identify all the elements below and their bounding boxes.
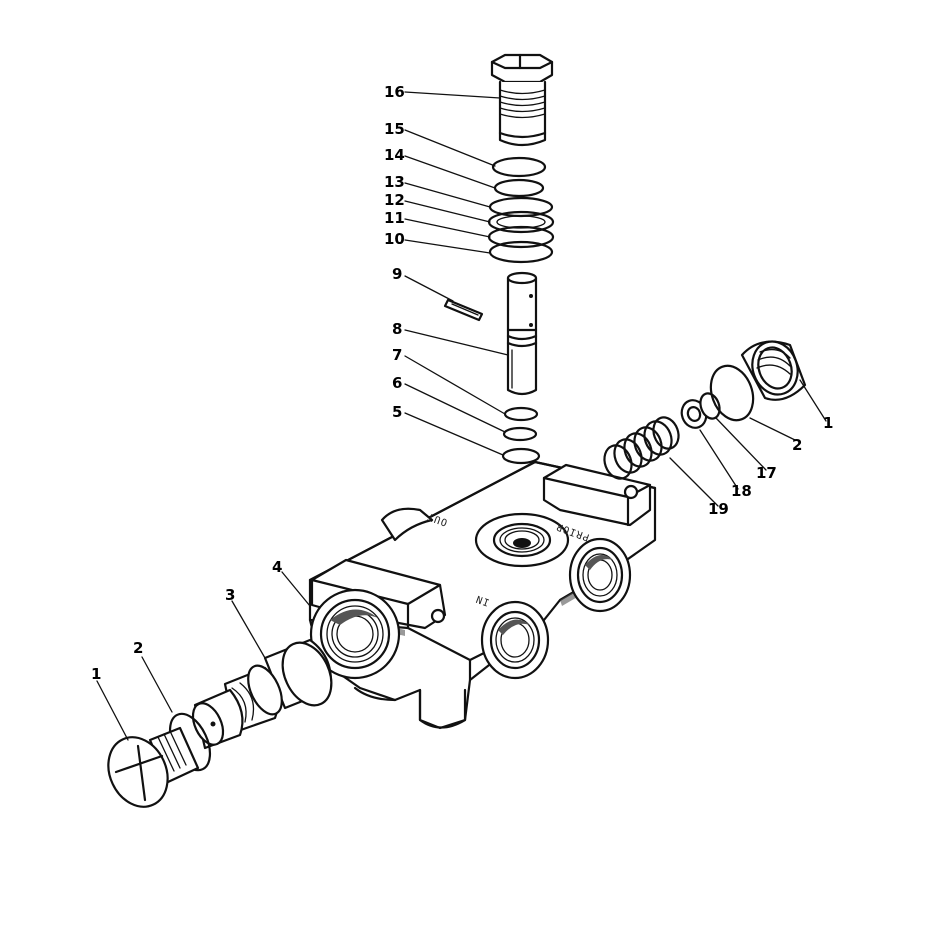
part-6-o-ring xyxy=(502,426,538,442)
callout-1-left: 1 xyxy=(91,665,101,683)
part-15-o-ring xyxy=(491,156,547,178)
callout-7: 7 xyxy=(392,346,402,364)
callout-19: 19 xyxy=(708,500,729,518)
callout-14: 14 xyxy=(384,146,405,164)
callout-2-right: 2 xyxy=(792,436,802,454)
callout-16: 16 xyxy=(384,83,405,101)
part-4-valve-body: OUT PRIOR IN xyxy=(308,460,657,730)
part-1-left-plug xyxy=(107,726,200,808)
part-14-o-ring xyxy=(493,178,545,198)
callout-3: 3 xyxy=(225,586,235,604)
part-17-washer xyxy=(699,392,721,420)
part-7-o-ring xyxy=(503,406,539,422)
part-5-o-ring xyxy=(501,447,541,465)
callout-18: 18 xyxy=(731,482,752,500)
part-9-pin xyxy=(443,298,484,322)
callout-10: 10 xyxy=(384,230,405,248)
part-16-plug xyxy=(490,53,554,147)
callout-2-left: 2 xyxy=(133,639,143,657)
callout-12: 12 xyxy=(384,191,405,209)
callout-5: 5 xyxy=(392,403,402,421)
callout-11: 11 xyxy=(384,209,405,227)
callout-8: 8 xyxy=(392,320,402,338)
part-2-right-o-ring xyxy=(709,364,755,422)
callout-17: 17 xyxy=(756,464,777,482)
part-8-spool xyxy=(506,271,538,396)
cast-label-in: IN xyxy=(474,592,491,607)
callout-1-right: 1 xyxy=(823,414,833,432)
callout-9: 9 xyxy=(392,265,402,283)
part-3-spool xyxy=(191,638,333,750)
part-19-spring xyxy=(603,416,680,480)
part-1-right-plug xyxy=(740,340,807,401)
part-13-12-11-10-spring-stack xyxy=(487,196,555,264)
callout-6: 6 xyxy=(392,374,402,392)
leader-lines xyxy=(96,91,827,741)
callout-13: 13 xyxy=(384,173,405,191)
callout-15: 15 xyxy=(384,120,405,138)
callout-4: 4 xyxy=(272,558,282,576)
